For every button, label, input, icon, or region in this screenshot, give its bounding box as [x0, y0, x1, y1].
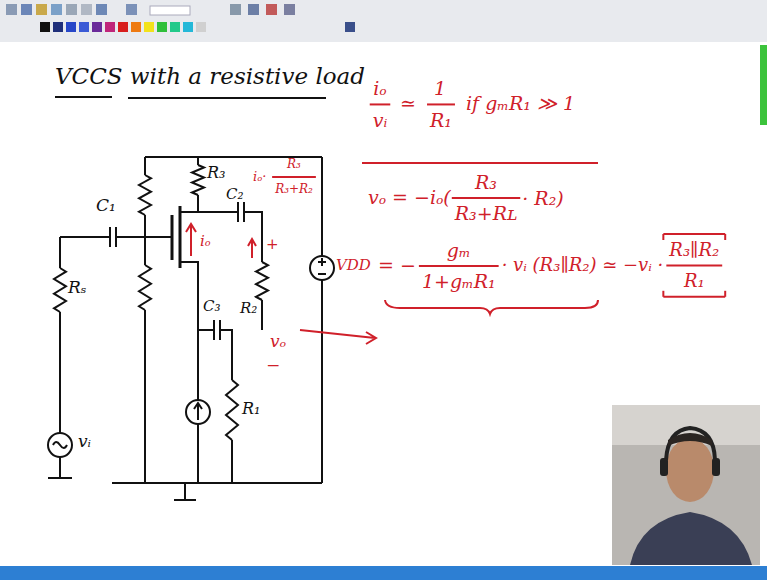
- underbrace: [385, 300, 598, 314]
- resistor-symbol: [226, 380, 238, 440]
- equation-term: vₒ = −iₒ(: [368, 187, 451, 208]
- bracket: [724, 291, 726, 297]
- equation-term: · R₂): [522, 188, 563, 209]
- resistor-symbol: [139, 265, 151, 310]
- equation-term: R₃: [475, 172, 497, 193]
- equation-term: ≃: [400, 93, 416, 114]
- resistor-label: R₁: [242, 400, 260, 418]
- capacitor-label: C₃: [203, 298, 221, 315]
- fraction-bar: [666, 264, 722, 266]
- resistor-symbol: [256, 262, 268, 300]
- equation-term: gₘ: [447, 240, 471, 261]
- annotation: iₒ·: [253, 170, 266, 184]
- polarity-mark: −: [266, 356, 280, 375]
- title: VCCS with a resistive load: [55, 64, 365, 89]
- capacitor-label: C₁: [96, 196, 116, 215]
- annotation: R₃+R₂: [275, 183, 313, 196]
- polarity-mark: +: [266, 236, 279, 253]
- equation-term: if gₘR₁ ≫ 1: [466, 93, 575, 114]
- fraction-bar: [427, 103, 455, 105]
- supply-label: VDD: [336, 257, 371, 274]
- annotation-arrows: [186, 224, 376, 344]
- separator-line: [362, 162, 598, 164]
- fraction-bar: [272, 176, 316, 178]
- resistor-symbol: [192, 165, 204, 195]
- equation-term: · vᵢ (R₃∥R₂) ≃ −vᵢ ·: [502, 255, 664, 275]
- equation-term: 1: [434, 78, 446, 99]
- bracket: [662, 234, 664, 240]
- equation-term: vᵢ: [373, 110, 388, 131]
- equation-term: R₁: [684, 271, 705, 291]
- equation-term: = −: [378, 255, 416, 276]
- resistor-label: R₂: [240, 300, 257, 317]
- status-bar: [0, 566, 767, 580]
- signal-label: vᵢ: [78, 432, 91, 451]
- resistor-symbol: [139, 175, 151, 215]
- resistor-label: R₃: [207, 164, 225, 182]
- side-strip: [760, 45, 767, 125]
- bracket: [663, 296, 725, 298]
- toolbar-icons: [6, 4, 355, 32]
- toolbar: [0, 0, 767, 42]
- equation-term: R₁: [430, 110, 452, 131]
- resistor-symbol: [54, 268, 66, 312]
- fraction-bar: [452, 197, 520, 199]
- circuit-wires: [48, 157, 334, 500]
- bracket: [662, 291, 664, 297]
- fraction-bar: [370, 103, 391, 105]
- equation-term: R₃∥R₂: [669, 240, 719, 260]
- capacitor-label: C₂: [226, 186, 244, 203]
- bracket: [724, 234, 726, 240]
- equation-term: iₒ: [373, 78, 386, 99]
- bracket: [663, 233, 725, 235]
- annotation: R₃: [287, 158, 301, 171]
- webcam-inset: [612, 405, 760, 565]
- signal-label: vₒ: [270, 332, 286, 351]
- equation-term: R₃+Rʟ: [455, 203, 517, 224]
- equation-term: 1+gₘR₁: [422, 271, 496, 292]
- fraction-bar: [419, 265, 499, 267]
- resistor-symbols: [54, 165, 268, 440]
- current-label: iₒ: [200, 233, 211, 250]
- resistor-label: Rₛ: [68, 278, 87, 297]
